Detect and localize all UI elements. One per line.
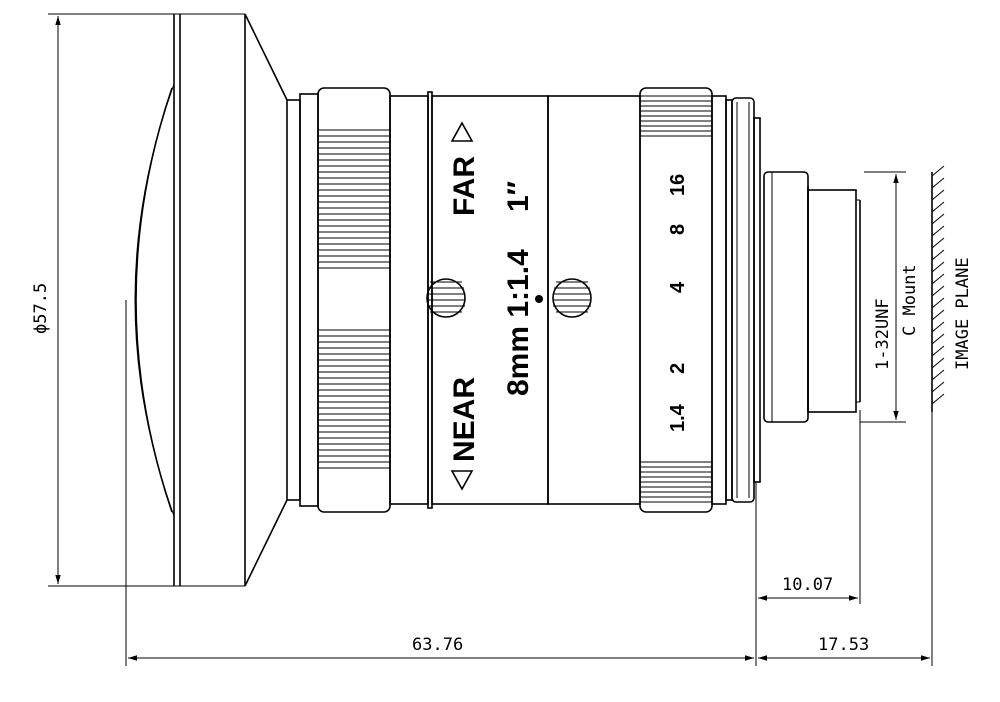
thread-dimension xyxy=(860,171,906,423)
near-label: NEAR xyxy=(448,377,481,462)
lock-screw-left xyxy=(426,278,466,318)
mount-label: C Mount xyxy=(900,264,920,336)
image-plane-label: IMAGE PLANE xyxy=(953,257,973,370)
index-dot xyxy=(535,295,543,303)
aperture-mark: 1.4 xyxy=(667,403,689,432)
lock-screw-right xyxy=(552,278,592,318)
thread-value: 1-32UNF xyxy=(873,298,893,370)
back-focus-value: 17.53 xyxy=(818,635,869,655)
image-plane-hatch xyxy=(931,165,945,412)
aperture-mark: 16 xyxy=(667,174,689,196)
spec-label: 8mm 1:1.4 xyxy=(502,249,535,396)
diameter-value: ϕ57.5 xyxy=(31,283,51,334)
flange-value: 10.07 xyxy=(782,575,833,595)
aperture-mark: 2 xyxy=(667,363,689,374)
aperture-mark: 8 xyxy=(667,224,689,235)
far-label: FAR xyxy=(448,156,481,216)
far-arrow-icon xyxy=(450,121,474,142)
c-mount-thread xyxy=(763,171,861,423)
aperture-mark: 4 xyxy=(667,281,689,293)
format-label: 1″ xyxy=(502,181,535,212)
near-arrow-icon xyxy=(450,470,474,491)
front-element xyxy=(48,13,301,587)
aperture-ring xyxy=(639,87,761,513)
length-value: 63.76 xyxy=(412,635,463,655)
